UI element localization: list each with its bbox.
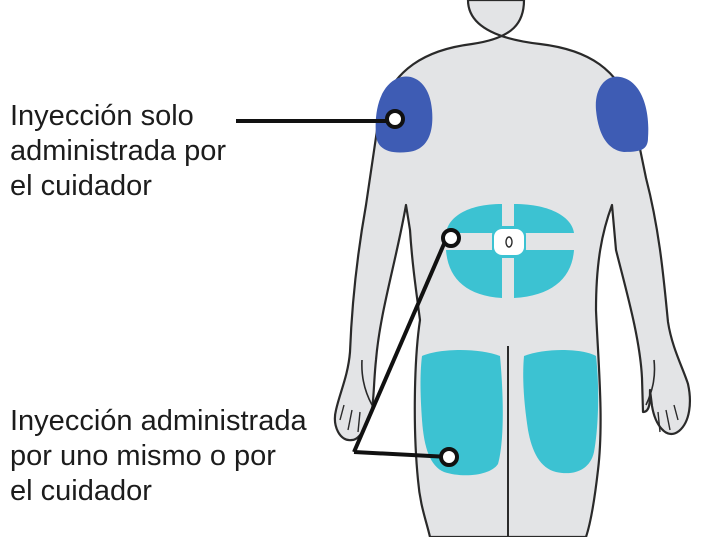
thigh-site-right (523, 350, 599, 474)
pointer-line-thigh (353, 450, 450, 459)
label-self-line-3: el cuidador (10, 475, 152, 507)
abdomen-quadrant-lower-right (514, 250, 574, 298)
arm-contour-right (645, 359, 656, 406)
label-self-line-1: Inyección administrada (10, 405, 307, 437)
fingers-right (657, 404, 679, 433)
abdomen-quadrant-upper-right (514, 204, 574, 233)
pointer-line-abdomen (352, 236, 449, 453)
label-self-line-2: por uno mismo o por (10, 440, 276, 472)
abdomen-quadrant-upper-left (446, 204, 502, 233)
body-silhouette (333, 0, 691, 537)
upper-arm-site-right (595, 76, 649, 152)
navel-surround (494, 229, 524, 255)
fingers-left (339, 404, 361, 433)
thigh-site-left (420, 350, 503, 476)
label-self-or-caregiver: Inyección administrada por uno mismo o p… (10, 404, 307, 509)
label-caregiver-line-2: administrada por (10, 135, 226, 167)
label-caregiver-line-3: el cuidador (10, 170, 152, 202)
marker-upper-arm (385, 109, 405, 129)
marker-thigh (439, 447, 459, 467)
marker-abdomen (441, 228, 461, 248)
navel (505, 236, 513, 248)
label-caregiver-line-1: Inyección solo (10, 100, 194, 132)
arm-contour-left (361, 359, 373, 406)
label-caregiver-only: Inyección solo administrada por el cuida… (10, 99, 226, 204)
upper-arm-site-left (375, 76, 433, 153)
abdomen-quadrant-lower-left (446, 250, 502, 298)
